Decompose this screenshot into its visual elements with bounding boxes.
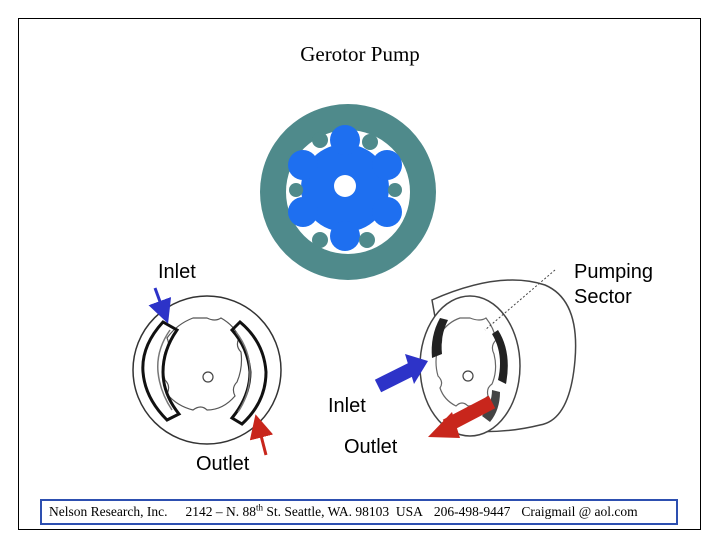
inlet-arrow-right-shaft [374,362,416,393]
footer-address-sup: th [255,502,263,513]
gerotor-perspective-view [419,269,577,437]
rotor-hub [334,175,356,197]
inlet-arrow-left [148,287,172,324]
outlet-arrow-left [249,414,274,456]
outlet-label-left: Outlet [196,453,250,475]
footer-email: Craigmail @ aol.com [521,504,638,519]
pumping-label-line1: Pumping [574,261,653,283]
outlet-arrow-right-head [428,412,460,438]
footer-bar: Nelson Research, Inc. 2142 – N. 88th St.… [40,499,678,525]
gerotor-color-illustration [250,104,446,280]
pumping-label-line2: Sector [574,286,632,308]
footer-address-suffix: St. Seattle, WA. 98103 USA [262,504,423,519]
inlet-label-right: Inlet [328,395,366,417]
footer-phone: 206-498-9447 [433,504,511,519]
slide-title: Gerotor Pump [300,42,420,66]
footer-company: Nelson Research, Inc. [49,504,168,519]
gerotor-front-view [132,295,282,445]
outlet-label-right: Outlet [344,436,398,458]
inlet-arrow-right-head [405,354,428,384]
footer-address: 2142 – N. 88th St. Seattle, WA. 98103 US… [185,502,423,520]
inlet-label-left: Inlet [158,261,196,283]
footer-address-prefix: 2142 – N. 88 [185,504,256,519]
